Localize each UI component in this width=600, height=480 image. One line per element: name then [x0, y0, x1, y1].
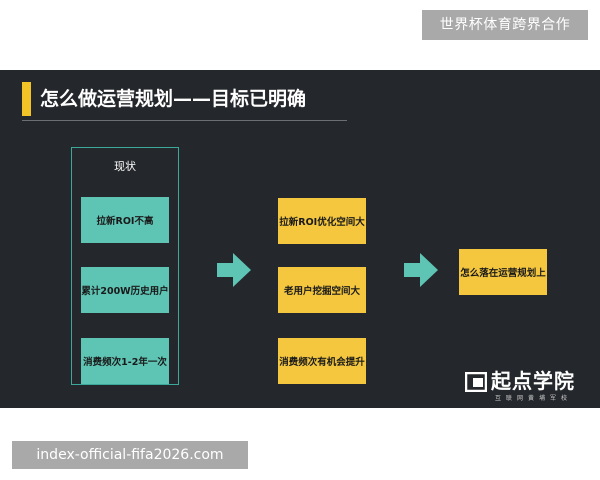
slide: 怎么做运营规划——目标已明确 现状 拉新ROI不高 累计200W历史用户 消费频… — [0, 70, 600, 408]
opportunity-item-3: 消费频次有机会提升 — [278, 338, 366, 384]
opportunity-item-1: 拉新ROI优化空间大 — [278, 198, 366, 244]
watermark-badge-top: 世界杯体育跨界合作 — [422, 10, 588, 40]
logo-mark-icon — [465, 372, 487, 392]
current-item-1: 拉新ROI不高 — [81, 197, 169, 243]
watermark-badge-bottom: index-official-fifa2026.com — [12, 441, 248, 469]
title-divider — [22, 120, 347, 121]
slide-title: 怎么做运营规划——目标已明确 — [40, 88, 307, 110]
title-accent-bar — [22, 82, 31, 116]
logo-text: 起点学院 — [491, 369, 575, 393]
current-item-2: 累计200W历史用户 — [81, 267, 169, 313]
goal-box: 怎么落在运营规划上 — [459, 249, 547, 295]
arrow-right-icon — [217, 253, 251, 287]
brand-logo: 起点学院 互联网黄埔军校 — [465, 369, 595, 402]
opportunity-item-2: 老用户挖掘空间大 — [278, 267, 366, 313]
current-item-3: 消费频次1-2年一次 — [81, 338, 169, 384]
arrow-right-icon — [404, 253, 438, 287]
current-state-panel — [71, 147, 179, 385]
current-state-label: 现状 — [114, 160, 136, 173]
logo-subtitle: 互联网黄埔军校 — [495, 395, 573, 402]
